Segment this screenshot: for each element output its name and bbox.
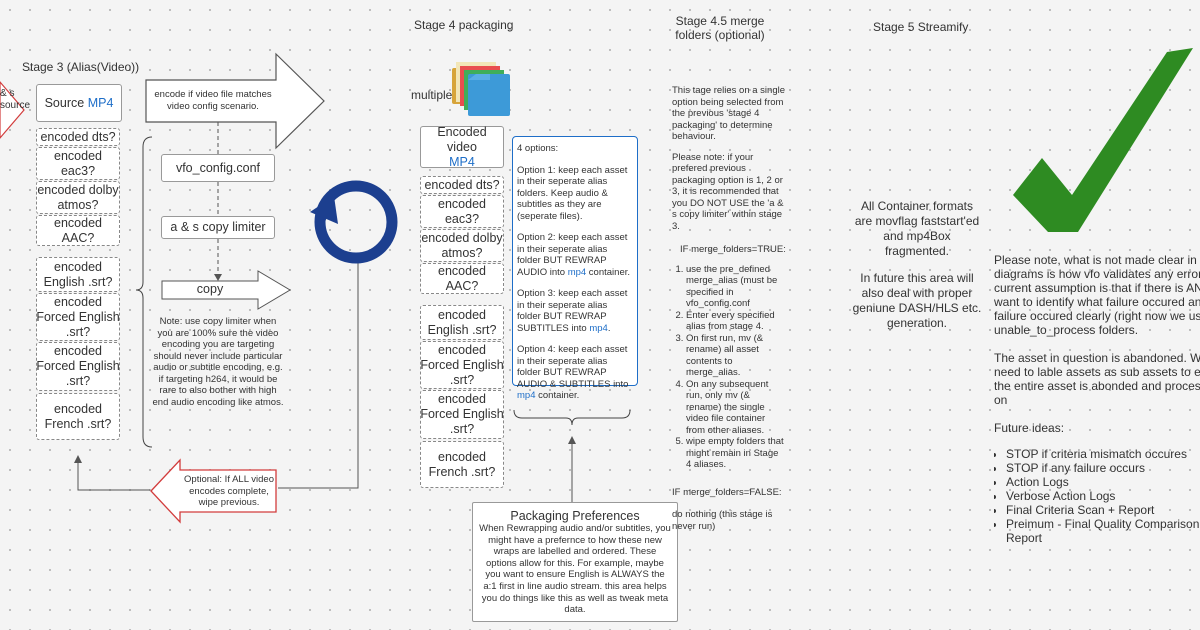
stage3-item: encoded English .srt? — [36, 257, 120, 292]
optional-arrow-shape — [150, 458, 277, 524]
future-ideas-title: Future ideas: — [994, 421, 1065, 435]
future-idea: Verbose Action Logs — [1006, 489, 1200, 503]
stage45-if-true: IF merge_folders=TRUE: — [680, 244, 786, 255]
option-4-format: mp4 — [517, 390, 536, 401]
notes-panel: Please note, what is not made clear in t… — [994, 253, 1200, 553]
stage45-title: Stage 4.5 merge folders (optional) — [675, 14, 765, 42]
stage3-item: encoded dts? — [36, 128, 120, 146]
future-ideas-list: STOP if criteria mismatch occures STOP i… — [994, 447, 1200, 545]
stage4-item: encoded English .srt? — [420, 305, 504, 340]
copy-arrow-text: copy — [196, 282, 224, 296]
stage45-steps: use the pre_defined merge_alias (must be… — [672, 264, 786, 471]
stage3-source-box: Source MP4 — [36, 84, 122, 122]
packaging-preferences-title: Packaging Preferences — [510, 509, 640, 523]
stage4-item: encoded French .srt? — [420, 441, 504, 488]
stage5-p1: All Container formats are movflag fastst… — [854, 199, 980, 258]
vfo-config-box: vfo_config.conf — [161, 154, 275, 182]
stage45-step: On any subsequent run, only mv (& rename… — [686, 379, 786, 437]
source-label: Source — [44, 95, 85, 110]
options-box: 4 options: Option 1: keep each asset in … — [512, 136, 638, 401]
stage45-if-false: IF merge_folders=FALSE: — [672, 486, 782, 498]
option-3-tail: . — [607, 322, 611, 334]
notes-p1: Please note, what is not made clear in t… — [994, 253, 1200, 337]
option-4-text: Option 4: keep each asset in their seper… — [517, 344, 629, 390]
encode-arrow-shape — [145, 52, 325, 150]
stage45-step: Enter every specified alias from stage 4… — [686, 310, 786, 333]
stage5-p2: In future this area will also deal with … — [852, 271, 982, 330]
stage3-bracket — [135, 136, 153, 448]
option-1: Option 1: keep each asset in their seper… — [517, 164, 628, 222]
stage3-item: encoded AAC? — [36, 215, 120, 246]
option-2: Option 2: keep each asset in their seper… — [517, 232, 633, 278]
stage4-item: encoded dolby atmos? — [420, 229, 504, 262]
option-3: Option 3: keep each asset in their seper… — [517, 288, 633, 334]
option-4-tail: container. — [535, 390, 580, 401]
stage4-item: encoded AAC? — [420, 263, 504, 294]
stage45-nothing: do nothing (this stage is never run) — [672, 509, 773, 532]
stage45-step: use the pre_defined merge_alias (must be… — [686, 264, 786, 310]
stage5-text: All Container formats are movflag fastst… — [852, 199, 982, 331]
stage4-item: encoded dts? — [420, 176, 504, 194]
video-label: Encoded video — [437, 124, 487, 154]
options-header: 4 options: — [517, 143, 559, 154]
stage3-item: encoded French .srt? — [36, 393, 120, 440]
stage3-item: encoded dolby atmos? — [36, 181, 120, 214]
notes-p2: The asset in question is abandoned. We n… — [994, 351, 1200, 407]
copy-limiter-box: a & s copy limiter — [161, 216, 275, 239]
stage45-step: wipe empty folders that might remain in … — [686, 436, 786, 471]
encode-arrow-text: encode if video file matches video confi… — [154, 89, 272, 112]
stage3-item: encoded Forced English .srt? — [36, 342, 120, 391]
future-idea: STOP if criteria mismatch occures — [1006, 447, 1200, 461]
checkmark-icon — [1013, 48, 1193, 232]
video-format: MP4 — [449, 154, 475, 169]
option-2-text: Option 2: keep each asset in their seper… — [517, 232, 628, 278]
folders-icon — [452, 62, 510, 116]
future-idea: STOP if any failure occurs — [1006, 461, 1200, 475]
stage45-step: On first run, mv (& rename) all asset co… — [686, 333, 786, 379]
option-3-format: mp4 — [589, 322, 608, 334]
future-idea: Action Logs — [1006, 475, 1200, 489]
stage45-intro: This tage relies on a single option bein… — [672, 85, 786, 142]
option-4: Option 4: keep each asset in their seper… — [517, 344, 633, 402]
refresh-cycle-icon — [310, 180, 398, 264]
stage4-item: encoded Forced English .srt? — [420, 341, 504, 389]
stage3-item: encoded Forced English .srt? — [36, 293, 120, 341]
multiple-label: multiple — [411, 88, 453, 102]
future-idea: Final Criteria Scan + Report — [1006, 503, 1200, 517]
option-2-tail: container. — [586, 266, 631, 278]
packaging-preferences-body: When Rewrapping audio and/or subtitles, … — [479, 523, 671, 616]
stage4-item: encoded eac3? — [420, 195, 504, 228]
optional-wipe-text: Optional: If ALL video encodes complete,… — [184, 474, 274, 508]
stage45-text: This tage relies on a single option bein… — [672, 85, 786, 532]
options-bracket — [513, 409, 631, 426]
option-2-format: mp4 — [567, 266, 587, 278]
stage3-item: encoded eac3? — [36, 147, 120, 180]
source-format: MP4 — [87, 95, 114, 110]
stage45-note: Please note: if your prefered previous p… — [672, 151, 784, 232]
stage4-item: encoded Forced English .srt? — [420, 390, 504, 439]
copy-arrow-shape — [161, 270, 291, 310]
option-3-text: Option 3: keep each asset in their seper… — [517, 288, 628, 334]
copy-limiter-note: Note: use copy limiter when you are 100%… — [152, 316, 284, 408]
stage4-title: Stage 4 packaging — [414, 18, 514, 32]
packaging-preferences-box: Packaging Preferences When Rewrapping au… — [472, 502, 678, 622]
future-idea: Preimum - Final Quality Comparison S Rep… — [1006, 517, 1200, 545]
left-edge-red-shape — [0, 81, 25, 139]
left-edge-text: & s source — [0, 88, 31, 111]
stage5-title: Stage 5 Streamify — [873, 20, 969, 34]
stage3-title: Stage 3 (Alias(Video)) — [22, 60, 140, 74]
